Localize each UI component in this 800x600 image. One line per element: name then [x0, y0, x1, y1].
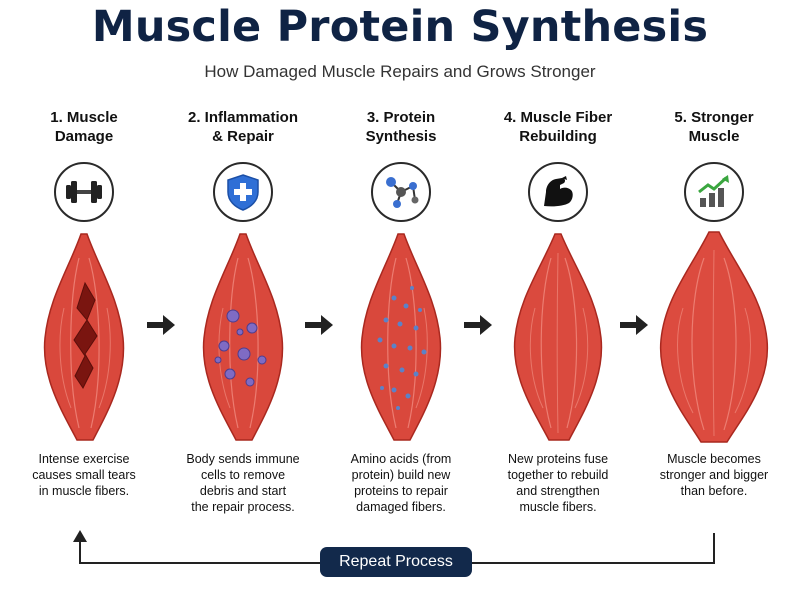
flexed-arm-icon [528, 162, 588, 222]
rebuilding-muscle-illustration [513, 233, 603, 441]
inflamed-muscle-illustration [202, 233, 284, 441]
step-protein-synthesis: 3. Protein Synthesis [326, 108, 476, 446]
step-description: Body sends immune cells to remove debris… [186, 452, 300, 514]
step-title: 3. Protein Synthesis [365, 109, 437, 145]
molecule-icon [371, 162, 431, 222]
step-stronger-muscle: 5. Stronger Muscle [639, 108, 789, 446]
dumbbell-icon [54, 162, 114, 222]
synthesis-muscle-illustration [360, 233, 442, 441]
arrow-right-icon [305, 315, 333, 335]
stronger-muscle-illustration [659, 231, 769, 443]
page-subtitle: How Damaged Muscle Repairs and Grows Str… [204, 62, 596, 81]
step-description: New proteins fuse together to rebuild an… [507, 452, 609, 514]
arrow-right-icon [620, 315, 648, 335]
step-title: 2. Inflammation & Repair [187, 109, 299, 145]
repeat-process-button[interactable]: Repeat Process [320, 547, 472, 577]
step-fiber-rebuilding: 4. Muscle Fiber Rebuilding [483, 108, 633, 446]
step-title: 4. Muscle Fiber Rebuilding [503, 109, 613, 145]
growth-chart-icon [684, 162, 744, 222]
step-description: Muscle becomes stronger and bigger than … [659, 452, 769, 498]
arrow-right-icon [464, 315, 492, 335]
step-title: 1. Muscle Damage [50, 109, 118, 145]
shield-cross-icon [213, 162, 273, 222]
page-title: Muscle Protein Synthesis [91, 2, 709, 52]
step-inflammation-repair: 2. Inflammation & Repair [168, 108, 318, 446]
step-title: 5. Stronger Muscle [674, 109, 754, 145]
step-description: Amino acids (from protein) build new pro… [350, 452, 452, 514]
damaged-muscle-illustration [43, 233, 125, 441]
step-description: Intense exercise causes small tears in m… [32, 452, 136, 498]
arrow-right-icon [147, 315, 175, 335]
step-muscle-damage: 1. Muscle Damage [9, 108, 159, 446]
